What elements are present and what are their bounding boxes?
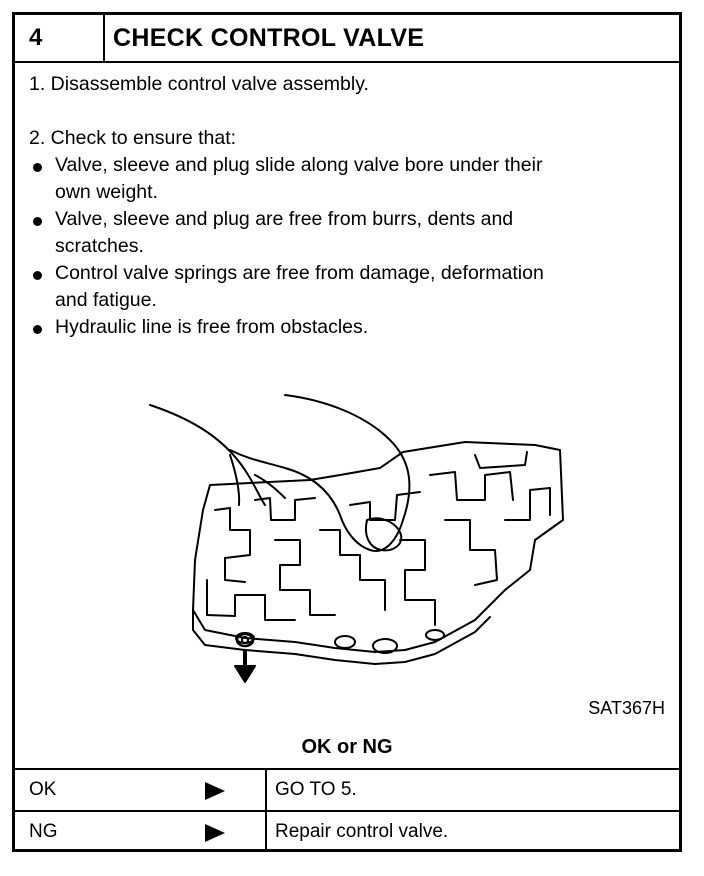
right-triangle-arrow-icon	[205, 824, 225, 842]
result-table: OK GO TO 5. NG Repair control valve.	[15, 768, 679, 850]
figure-id: SAT367H	[588, 698, 665, 718]
cell-divider	[265, 812, 267, 850]
right-triangle-arrow-icon	[205, 782, 225, 800]
step-header: 4 CHECK CONTROL VALVE	[15, 15, 679, 63]
bullet-icon	[33, 217, 42, 226]
check-item-line: Valve, sleeve and plug are free from bur…	[55, 208, 514, 230]
result-action: GO TO 5.	[275, 779, 357, 800]
check-item: Valve, sleeve and plug are free from bur…	[29, 206, 669, 260]
check-item-line: Hydraulic line is free from obstacles.	[55, 316, 369, 338]
check-item-line: own weight.	[55, 181, 158, 203]
result-condition: NG	[29, 821, 58, 842]
instruction-step-2: 2. Check to ensure that:	[29, 127, 237, 149]
result-action: Repair control valve.	[275, 821, 449, 842]
spacer	[29, 98, 669, 125]
result-condition: OK	[29, 779, 57, 800]
check-item-line: and fatigue.	[55, 289, 157, 311]
check-item: Control valve springs are free from dama…	[29, 260, 669, 314]
check-item: Hydraulic line is free from obstacles.	[29, 314, 669, 341]
check-item-line: Control valve springs are free from dama…	[55, 262, 544, 284]
procedure-box: 4 CHECK CONTROL VALVE 1. Disassemble con…	[12, 12, 682, 852]
result-label: OK or NG	[301, 736, 393, 758]
bullet-icon	[33, 271, 42, 280]
result-row-ok: OK GO TO 5.	[15, 770, 679, 810]
step-number: 4	[15, 15, 105, 61]
cell-divider	[265, 770, 267, 810]
bullet-icon	[33, 163, 42, 172]
step-title: CHECK CONTROL VALVE	[113, 24, 425, 52]
check-item-line: Valve, sleeve and plug slide along valve…	[55, 154, 543, 176]
instruction-step-1: 1. Disassemble control valve assembly.	[29, 73, 369, 95]
control-valve-illustration	[149, 394, 564, 683]
bullet-icon	[33, 325, 42, 334]
check-item-line: scratches.	[55, 235, 144, 257]
check-item: Valve, sleeve and plug slide along valve…	[29, 152, 669, 206]
result-row-ng: NG Repair control valve.	[15, 810, 679, 850]
instruction-list: 1. Disassemble control valve assembly. 2…	[29, 71, 669, 341]
